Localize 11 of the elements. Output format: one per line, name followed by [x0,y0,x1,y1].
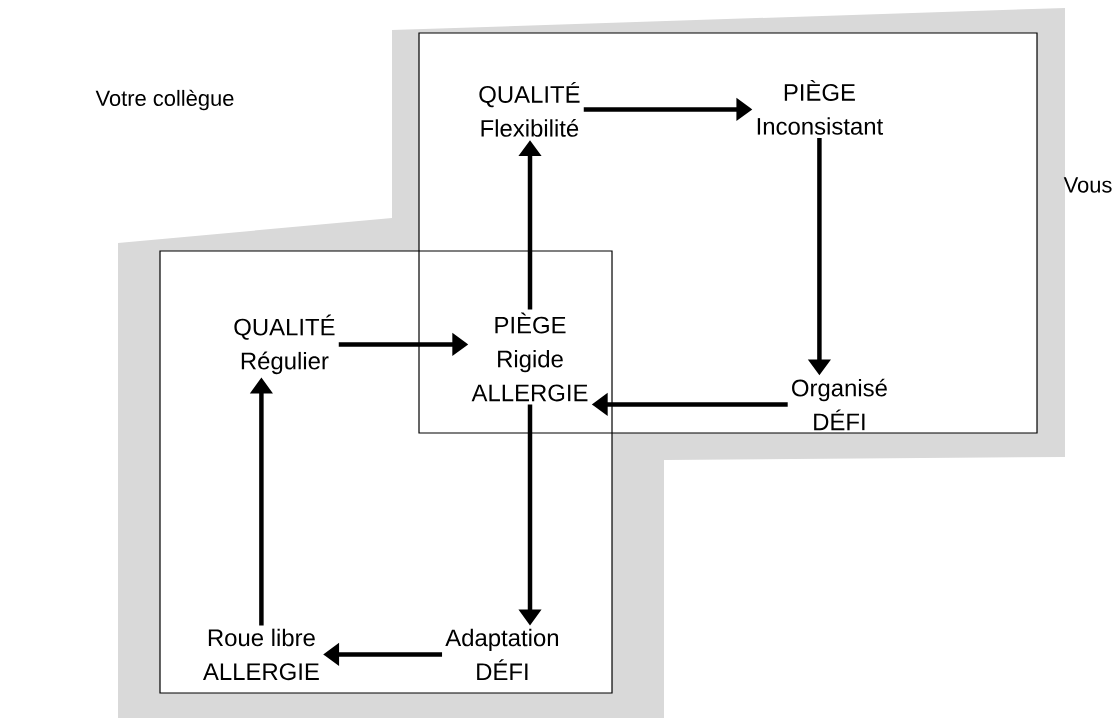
quadrant-text: QUALITÉ Flexibilité [479,81,580,137]
quadrant-text: PIÈGE Rigide ALLERGIE [471,312,588,402]
quadrant-text: QUALITÉ Régulier [234,314,335,375]
quadrant-text: PIÈGE Inconsistant [757,79,883,135]
quadrant-text: Organisé DÉFI [792,378,887,431]
side-label: Votre collègue [95,89,234,111]
quadrant-text: Roue libre ALLERGIE [203,628,319,681]
side-label: Vous [1063,177,1112,193]
square-frame [159,250,613,694]
square-frame [418,32,1038,434]
quadrant-text: Adaptation DÉFI [445,628,558,680]
